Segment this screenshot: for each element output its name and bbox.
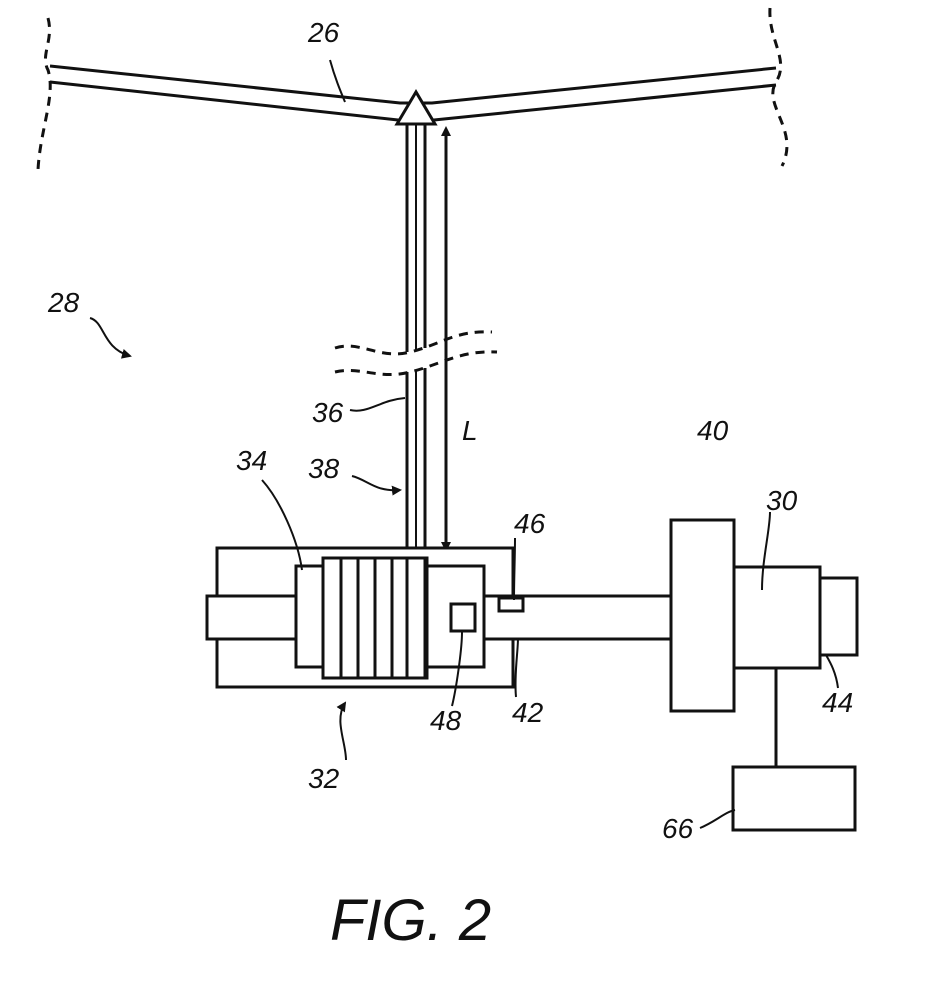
unit-44 (820, 578, 857, 655)
shaft-break-line-lower (335, 352, 497, 375)
label-32: 32 (308, 763, 340, 794)
label-40: 40 (697, 415, 729, 446)
label-42: 42 (512, 697, 544, 728)
input-shaft (207, 596, 297, 639)
label-34: 34 (236, 445, 267, 476)
label-L: L (462, 415, 478, 446)
blade-left-break-line (38, 18, 50, 170)
figure-caption: FIG. 2 (330, 888, 491, 953)
rotor-blades (38, 8, 787, 170)
unit-66 (733, 767, 855, 830)
label-66: 66 (662, 813, 694, 844)
label-26: 26 (307, 17, 340, 48)
unit-30 (734, 567, 820, 668)
label-38: 38 (308, 453, 340, 484)
unit-40 (671, 520, 734, 711)
label-36: 36 (312, 397, 344, 428)
label-28: 28 (47, 287, 80, 318)
blade-right-break-line (770, 8, 787, 166)
label-30: 30 (766, 485, 798, 516)
hub-tip (397, 92, 435, 124)
label-48: 48 (430, 705, 462, 736)
element-46 (499, 598, 523, 611)
label-44: 44 (822, 687, 853, 718)
sensor-48 (451, 604, 475, 631)
shaft-break-line-upper (335, 332, 492, 354)
label-46: 46 (514, 508, 546, 539)
